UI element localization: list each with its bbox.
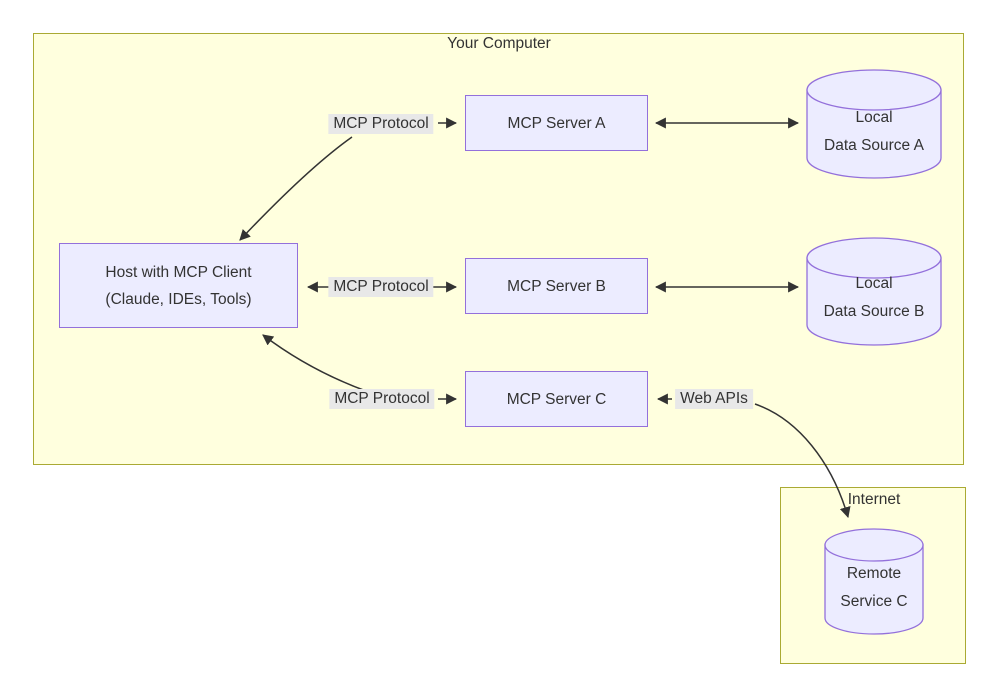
- remote-service-c-line2: Service C: [840, 593, 908, 610]
- edge-label-mcp-protocol-3: MCP Protocol: [329, 389, 435, 409]
- data-source-a-line1: Local: [855, 109, 893, 126]
- edge-label-web-apis: Web APIs: [675, 389, 753, 409]
- remote-service-c-line1: Remote: [846, 565, 902, 582]
- data-source-a-line2: Data Source A: [824, 137, 924, 154]
- node-mcp-server-c-label: MCP Server C: [506, 390, 607, 408]
- cylinder-label-local-data-source-a: Local Data Source A: [824, 104, 924, 160]
- node-host-line2: (Claude, IDEs, Tools): [105, 290, 252, 308]
- node-host-line1: Host with MCP Client: [105, 263, 252, 281]
- node-mcp-server-b: MCP Server B: [465, 258, 648, 314]
- node-mcp-server-a-label: MCP Server A: [507, 114, 606, 132]
- node-mcp-server-c: MCP Server C: [465, 371, 648, 427]
- node-mcp-server-a: MCP Server A: [465, 95, 648, 151]
- subgraph-your-computer-title: Your Computer: [447, 35, 551, 52]
- cylinder-label-local-data-source-b: Local Data Source B: [824, 270, 925, 326]
- data-source-b-line1: Local: [855, 275, 893, 292]
- cylinder-label-remote-service-c: Remote Service C: [840, 560, 907, 616]
- node-host-with-mcp-client: Host with MCP Client (Claude, IDEs, Tool…: [59, 243, 298, 328]
- node-mcp-server-b-label: MCP Server B: [507, 277, 606, 295]
- edge-label-mcp-protocol-2: MCP Protocol: [328, 277, 434, 297]
- subgraph-internet-title: Internet: [847, 491, 901, 508]
- edge-label-mcp-protocol-1: MCP Protocol: [328, 114, 434, 134]
- data-source-b-line2: Data Source B: [823, 303, 925, 320]
